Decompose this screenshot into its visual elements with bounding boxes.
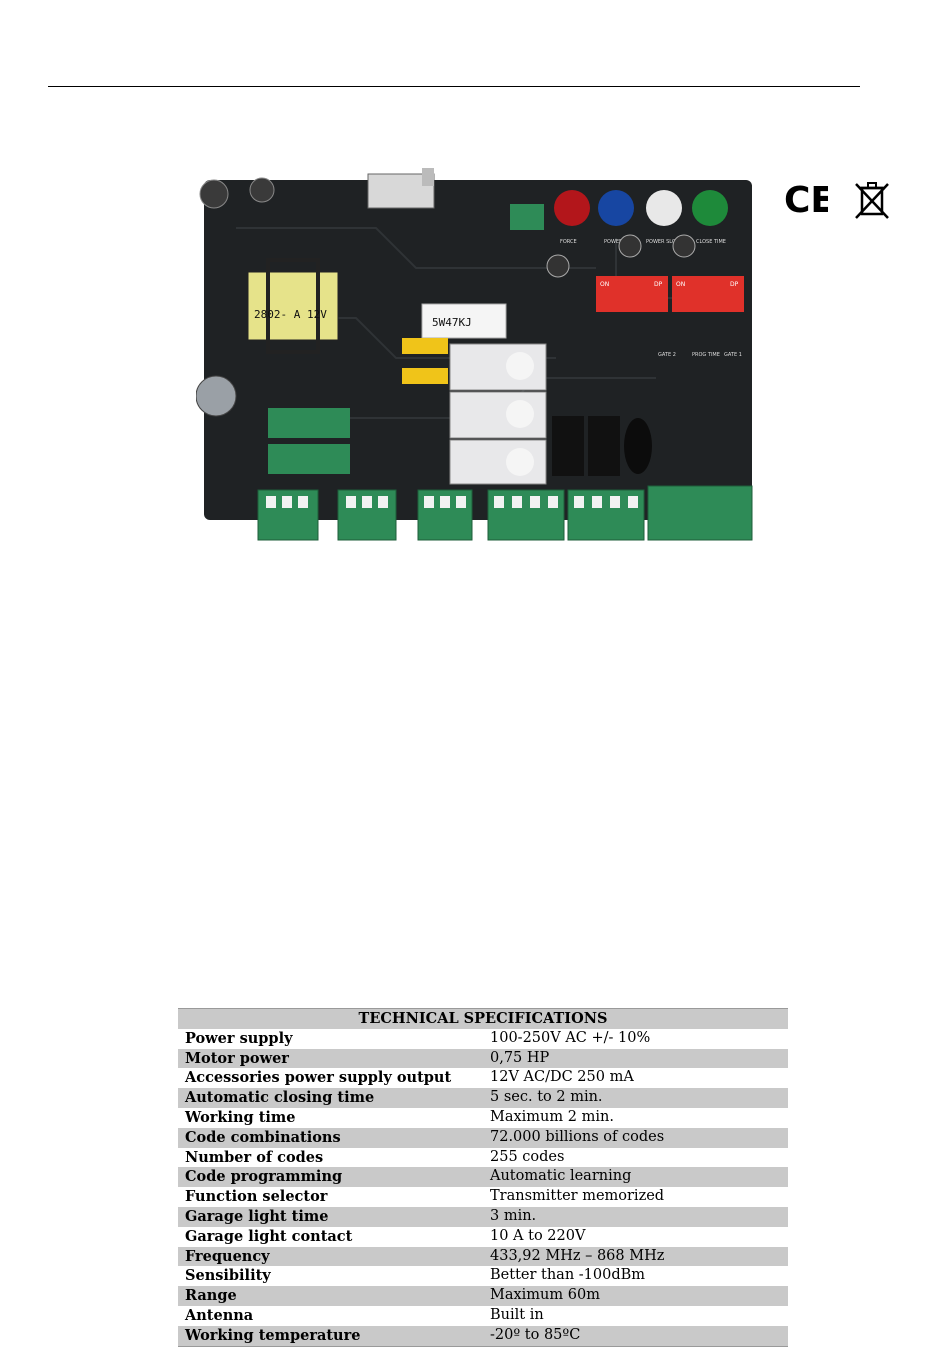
spec-value: Built in (483, 1305, 788, 1326)
spec-value: 433,92 MHz – 868 MHz (483, 1246, 788, 1267)
spec-label: Working time (178, 1107, 483, 1128)
spec-label: Code combinations (178, 1127, 483, 1148)
spec-value: Maximum 60m (483, 1286, 788, 1306)
pot-power (598, 190, 634, 226)
transformer (247, 271, 339, 341)
header-rule (48, 86, 860, 87)
spec-value: 255 codes (483, 1147, 788, 1168)
capacitor (196, 375, 237, 417)
dip-label-on: ON (676, 281, 685, 288)
spec-label: Garage light time (178, 1206, 483, 1227)
capacitor (249, 177, 275, 203)
pot-label: POWER (604, 239, 623, 245)
dip-switch-1 (596, 276, 668, 312)
dip-label-dp: DP (654, 281, 663, 288)
pot-power-slow (646, 190, 682, 226)
spec-value: 3 min. (483, 1206, 788, 1227)
dip-switch-2 (672, 276, 744, 312)
spec-label: Code programming (178, 1167, 483, 1188)
spec-label: Frequency (178, 1246, 483, 1267)
spec-value: -20º to 85ºC (483, 1325, 788, 1347)
pot-label: FORCE (560, 239, 577, 245)
spec-value: 0,75 HP (483, 1048, 788, 1069)
push-button (672, 234, 696, 258)
relay-label: 5W47KJ (432, 316, 472, 329)
pot-label: CLOSE TIME (696, 239, 726, 245)
pot-close-time (692, 190, 728, 226)
spec-value: 100-250V AC +/- 10% (483, 1028, 788, 1049)
spec-label: Accessories power supply output (178, 1068, 483, 1089)
button-label: PROG TIME (692, 352, 720, 358)
pot-force (554, 190, 590, 226)
button-label: GATE 1 (724, 352, 742, 358)
ce-mark-text: CE (784, 180, 828, 218)
relay-label-box (421, 303, 507, 339)
spec-label: Number of codes (178, 1147, 483, 1168)
transformer-label: 2802- A 12V (254, 308, 327, 321)
pot-label: POWER SLOW (646, 239, 681, 245)
table-title: TECHNICAL SPECIFICATIONS (178, 1007, 788, 1029)
spec-label: Antenna (178, 1305, 483, 1326)
spec-label: Garage light contact (178, 1226, 483, 1247)
spec-value: Automatic learning (483, 1167, 788, 1188)
dip-label-on: ON (600, 281, 609, 288)
spec-label: Function selector (178, 1187, 483, 1207)
spec-label: Motor power (178, 1048, 483, 1069)
spec-label: Automatic closing time (178, 1088, 483, 1108)
spec-value: 12V AC/DC 250 mA (483, 1068, 788, 1089)
spec-value: 5 sec. to 2 min. (483, 1088, 788, 1108)
spec-label: Sensibility (178, 1266, 483, 1287)
capacitor (199, 179, 229, 209)
weee-bin-icon (855, 182, 889, 219)
control-board-photo: 2802- A 12V 5W47KJ FORCE POWER POWER SLO… (196, 168, 753, 541)
push-button (546, 254, 570, 278)
push-button (618, 234, 642, 258)
spec-label: Power supply (178, 1028, 483, 1049)
spec-value: Better than -100dBm (483, 1266, 788, 1287)
spec-value: Maximum 2 min. (483, 1107, 788, 1128)
spec-label: Working temperature (178, 1325, 483, 1347)
ce-mark-icon: CE (784, 180, 828, 218)
spec-label: Range (178, 1286, 483, 1306)
spec-value: 72.000 billions of codes (483, 1127, 788, 1148)
dip-label-dp: DP (730, 281, 739, 288)
table-row: Working temperature-20º to 85ºC (178, 1325, 788, 1347)
button-label: GATE 2 (658, 352, 676, 358)
spec-value: 10 A to 220V (483, 1226, 788, 1247)
spec-value: Transmitter memorized (483, 1187, 788, 1207)
